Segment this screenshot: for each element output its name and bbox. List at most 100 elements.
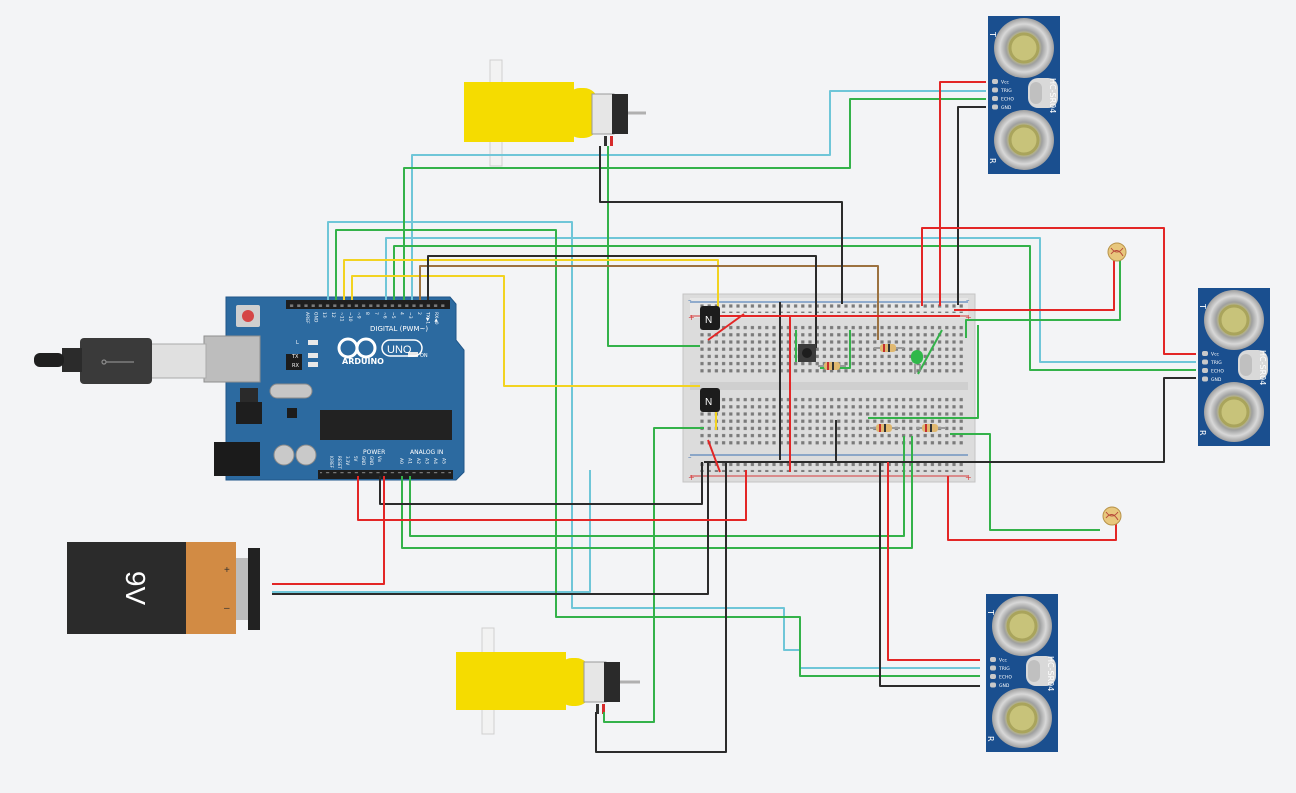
sensor-top-t: T bbox=[988, 31, 997, 37]
push-button[interactable] bbox=[798, 344, 816, 362]
wire-green[interactable] bbox=[335, 229, 980, 677]
wire-green[interactable] bbox=[403, 98, 986, 300]
wire-green[interactable] bbox=[965, 260, 1121, 338]
battery-plus: + bbox=[224, 565, 230, 576]
photoresistor-bottom[interactable] bbox=[1102, 506, 1122, 526]
usb-cable[interactable] bbox=[34, 338, 207, 384]
sensor-pin-label: TRIG bbox=[1210, 360, 1222, 366]
sensor-top-r: R bbox=[988, 158, 997, 164]
sensor-pin[interactable] bbox=[992, 96, 998, 101]
wire-green[interactable] bbox=[393, 245, 1196, 371]
wire-black[interactable] bbox=[599, 146, 843, 304]
digital-pin-label: TX▶1 bbox=[424, 311, 430, 324]
wire-black[interactable] bbox=[595, 462, 727, 753]
resistor[interactable] bbox=[818, 362, 846, 370]
sensor-pin[interactable] bbox=[990, 665, 996, 671]
sensor-pin[interactable] bbox=[1202, 368, 1208, 373]
wire-green[interactable] bbox=[950, 433, 1100, 531]
wire-green[interactable] bbox=[868, 325, 979, 419]
wire-green[interactable] bbox=[409, 436, 905, 537]
power-pin-label: GND bbox=[369, 456, 374, 465]
analog-pin-label: A2 bbox=[415, 458, 421, 464]
wire-cyan[interactable] bbox=[411, 90, 986, 300]
digital-pin-label: 4 bbox=[399, 312, 405, 315]
sensor-pin[interactable] bbox=[992, 104, 998, 110]
wire-red[interactable] bbox=[707, 313, 745, 341]
wire-black[interactable] bbox=[962, 377, 1196, 463]
wire-green[interactable] bbox=[603, 427, 704, 723]
resistor[interactable] bbox=[874, 344, 904, 352]
wire-red[interactable] bbox=[357, 470, 747, 521]
sensor-pin[interactable] bbox=[990, 682, 996, 688]
transistor-2[interactable]: N bbox=[700, 388, 720, 412]
wire-red[interactable] bbox=[272, 476, 385, 585]
wire-black[interactable] bbox=[879, 462, 980, 687]
sensor-pin[interactable] bbox=[992, 79, 998, 84]
digital-pin-label: RX◀0 bbox=[433, 312, 439, 325]
analog-pin-label: A0 bbox=[398, 458, 404, 464]
rail-plus-label-bottom-right: + bbox=[965, 473, 972, 482]
transistor-1-label: N bbox=[705, 315, 712, 326]
rail-minus-label-right: – bbox=[966, 296, 970, 304]
wire-black[interactable] bbox=[957, 106, 986, 305]
wire-black[interactable] bbox=[379, 462, 703, 505]
wire-black[interactable] bbox=[427, 255, 817, 348]
analog-pin-label: A4 bbox=[432, 458, 438, 464]
sensor-pin-label: TRIG bbox=[998, 666, 1010, 672]
sensor-pin-label: ECHO bbox=[1211, 369, 1224, 375]
wire-green[interactable] bbox=[917, 329, 943, 375]
digital-pin-label: AREF bbox=[304, 312, 310, 324]
digital-pin-label: ~6 bbox=[381, 312, 387, 319]
analog-pin-label: A3 bbox=[424, 458, 430, 464]
sensor-right-r: R bbox=[1198, 430, 1207, 436]
transistor-1[interactable]: N bbox=[700, 306, 720, 330]
wire-green[interactable] bbox=[401, 436, 913, 549]
breadboard[interactable]: – + – + – + + bbox=[682, 293, 976, 483]
wire-red[interactable] bbox=[939, 81, 986, 306]
sensor-pin-label: Vcc bbox=[1001, 80, 1010, 86]
sensor-pin[interactable] bbox=[990, 657, 996, 662]
resistor[interactable] bbox=[870, 424, 900, 432]
wire-cyan[interactable] bbox=[385, 237, 1196, 363]
dc-motor-bottom[interactable] bbox=[456, 627, 640, 735]
arduino-logo: ARDUINO UNO bbox=[337, 337, 423, 366]
wire-red[interactable] bbox=[954, 260, 1115, 311]
sensor-pin[interactable] bbox=[1202, 351, 1208, 356]
green-led[interactable] bbox=[911, 350, 923, 374]
digital-pin-label: GND bbox=[313, 312, 319, 323]
sensor-pin[interactable] bbox=[1202, 359, 1208, 365]
digital-pin-label: 8 bbox=[364, 312, 370, 315]
wire-red[interactable] bbox=[707, 439, 721, 473]
wire-red[interactable] bbox=[921, 227, 1196, 355]
wire-red[interactable] bbox=[887, 462, 980, 661]
sensor-pin[interactable] bbox=[990, 674, 996, 679]
battery-9v[interactable]: 9V + – bbox=[67, 542, 260, 634]
wire-yellow[interactable] bbox=[343, 259, 719, 314]
wire-brown[interactable] bbox=[419, 265, 879, 340]
digital-pin-label: ~5 bbox=[390, 312, 396, 319]
resistor[interactable] bbox=[916, 424, 946, 432]
wire-green[interactable] bbox=[607, 146, 700, 347]
led-tx-label: TX bbox=[291, 354, 299, 360]
wire-black[interactable] bbox=[272, 462, 709, 595]
sensor-pin-label: GND bbox=[1211, 377, 1222, 383]
analog-header-label: ANALOG IN bbox=[410, 449, 443, 456]
dc-motor-top[interactable] bbox=[464, 59, 646, 167]
arduino-uno[interactable]: L TX RX ON ARDUINO UNO DIGITAL (PWM~) PO… bbox=[203, 296, 465, 481]
wire-cyan[interactable] bbox=[272, 470, 591, 593]
battery-label: 9V bbox=[120, 571, 151, 606]
sensor-pin[interactable] bbox=[992, 87, 998, 93]
sensor-pin[interactable] bbox=[1202, 376, 1208, 382]
photoresistor-top[interactable] bbox=[1107, 242, 1127, 262]
sensor-pin-label: ECHO bbox=[1001, 97, 1014, 103]
sensor-pin-label: GND bbox=[999, 683, 1010, 689]
rail-minus-label-bottom: – bbox=[688, 453, 692, 461]
wire-yellow[interactable] bbox=[351, 275, 700, 387]
wire-red[interactable] bbox=[947, 476, 1117, 541]
sensor-pin-label: GND bbox=[1001, 105, 1012, 111]
